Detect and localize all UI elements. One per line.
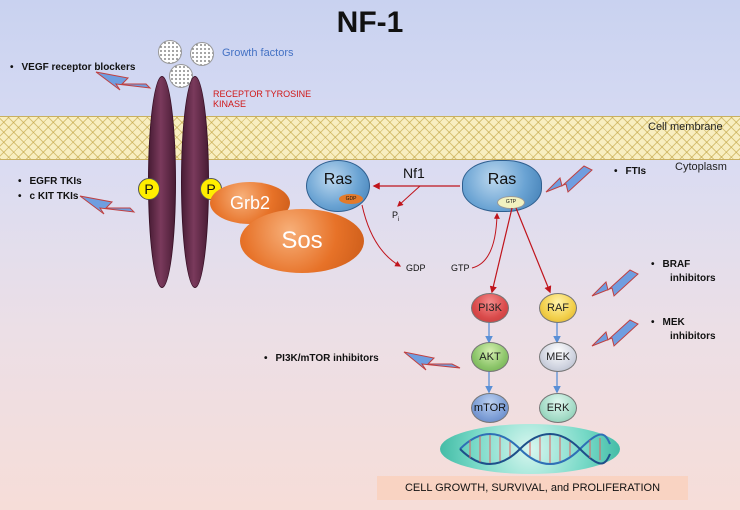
inhibitor-bolts — [79, 71, 639, 371]
growth-factors-label: Growth factors — [222, 47, 294, 59]
ckit-inhibitor-label: •c KIT TKIs — [18, 191, 79, 202]
page-title: NF-1 — [336, 6, 404, 39]
erk-node: ERK — [539, 393, 577, 423]
gtp-load-arrow — [471, 212, 500, 269]
pi-release-arrow — [397, 185, 421, 207]
lightning-bolt-icon — [95, 71, 152, 91]
gtp-badge: GTP — [497, 196, 525, 209]
pi3k-node: PI3K — [471, 293, 509, 323]
sos-protein: Sos — [240, 209, 364, 273]
ras-to-raf-arrow — [515, 207, 552, 294]
ras-active: Ras GTP — [462, 160, 542, 212]
pi-label: Pi — [392, 210, 400, 223]
nf1-label: Nf1 — [403, 165, 425, 181]
receptor-label: RECEPTOR TYROSINE KINASE — [213, 89, 312, 109]
cell-membrane-label: Cell membrane — [648, 121, 723, 133]
gdp-label: GDP — [406, 263, 426, 273]
outcome-box: CELL GROWTH, SURVIVAL, and PROLIFERATION — [377, 476, 688, 500]
phospho-site: P — [138, 178, 160, 200]
lightning-bolt-icon — [591, 269, 639, 297]
vegf-inhibitor-label: •VEGF receptor blockers — [10, 62, 136, 73]
braf-inhibitor-label: •BRAF inhibitors — [651, 259, 716, 284]
raf-node: RAF — [539, 293, 577, 323]
fti-inhibitor-label: •FTIs — [614, 166, 647, 177]
pi3k-mtor-inhibitor-label: •PI3K/mTOR inhibitors — [264, 353, 379, 364]
nucleus-dna — [440, 424, 620, 474]
ras-to-pi3k-arrow — [489, 207, 513, 294]
gdp-badge: GDP — [339, 194, 363, 204]
gtp-label: GTP — [451, 263, 470, 273]
mtor-node: mTOR — [471, 393, 509, 423]
growth-factor-circle — [190, 42, 214, 66]
growth-factor-circle — [158, 40, 182, 64]
lightning-bolt-icon — [591, 319, 639, 347]
cell-membrane — [0, 116, 740, 160]
cytoplasm-label: Cytoplasm — [675, 161, 727, 173]
mek-inhibitor-label: •MEK inhibitors — [651, 317, 716, 342]
akt-node: AKT — [471, 342, 509, 372]
gdp-release-arrow — [361, 204, 402, 267]
lightning-bolt-icon — [545, 165, 593, 193]
mek-node: MEK — [539, 342, 577, 372]
lightning-bolt-icon — [79, 195, 136, 215]
lightning-bolt-icon — [403, 351, 461, 371]
egfr-inhibitor-label: •EGFR TKIs — [18, 176, 82, 187]
dna-helix-icon — [459, 433, 611, 465]
ras-inactive: Ras GDP — [306, 160, 370, 212]
